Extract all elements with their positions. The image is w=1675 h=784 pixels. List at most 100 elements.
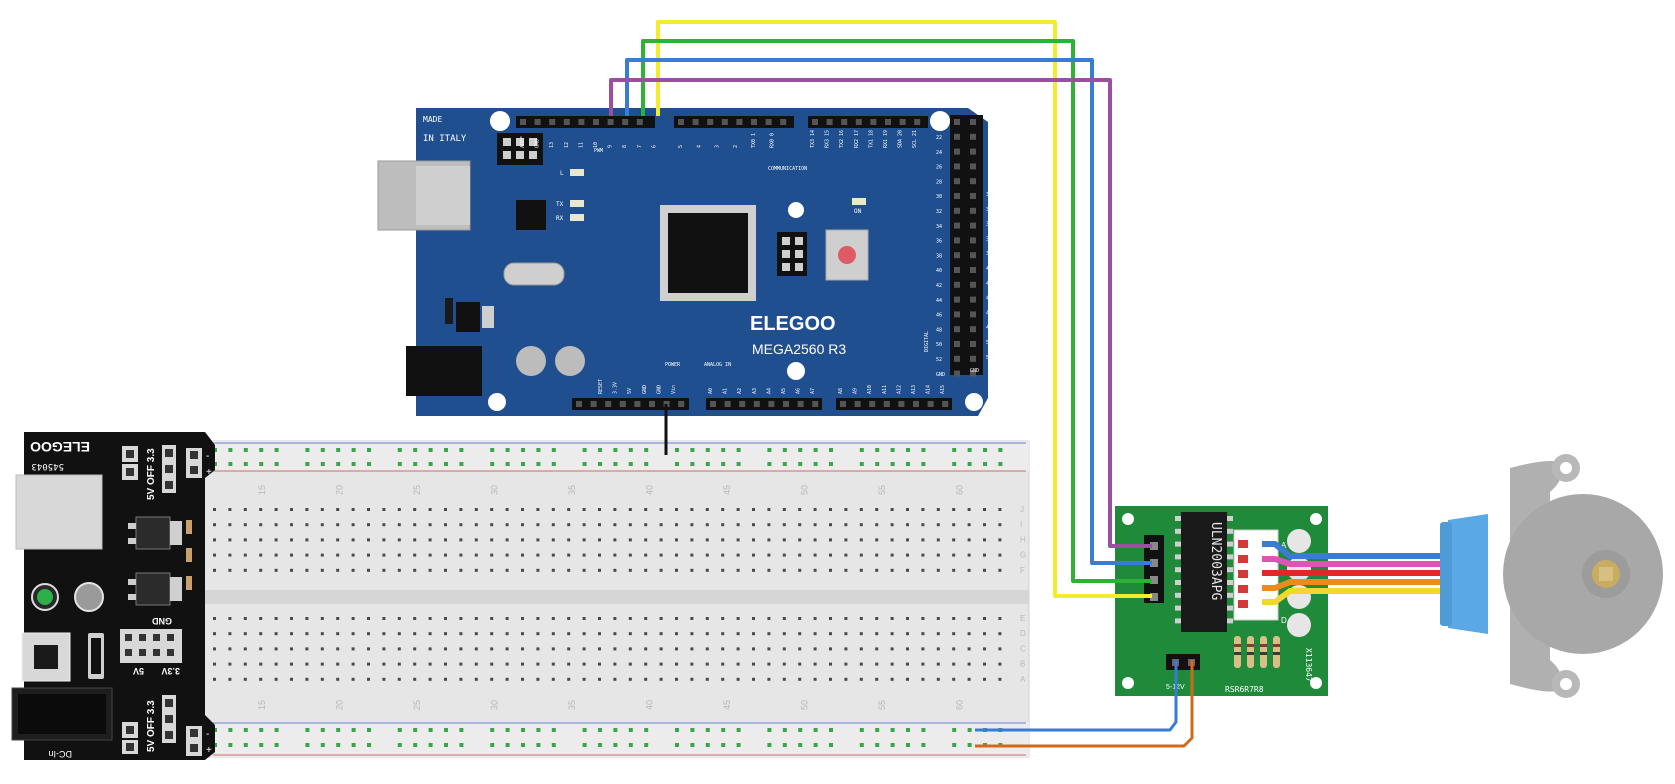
- terminal-strip-top: [213, 508, 1002, 572]
- motor-wire-pink: [1262, 556, 1440, 567]
- pin-label: 26: [936, 165, 942, 171]
- jumper-top-label: 5V OFF 3.3: [146, 448, 157, 500]
- column-number: 25: [412, 485, 422, 495]
- voltage-regulator-1: [128, 516, 182, 550]
- pin-label: 45: [986, 296, 992, 302]
- label-5v: 5V: [133, 666, 144, 676]
- column-number: 15: [257, 700, 267, 710]
- pin-label: 44: [936, 298, 942, 304]
- row-letter: E: [1020, 614, 1025, 623]
- power-switch-button[interactable]: [74, 582, 104, 612]
- jumper-header-top[interactable]: [162, 445, 176, 493]
- header-analog-low: [706, 398, 822, 410]
- pin-label: 53: [986, 355, 992, 361]
- pin-label: 30: [936, 194, 942, 200]
- pin-label: A14: [926, 385, 932, 394]
- pin-label: A10: [867, 385, 873, 394]
- jumper-bottom-label: 5V OFF 3.3: [146, 700, 157, 752]
- row-letter: H: [1020, 535, 1026, 544]
- driver-side-label: X113647: [1304, 648, 1313, 682]
- rail-plus-bottom: +: [206, 745, 212, 756]
- pin-label: Vin: [671, 385, 677, 394]
- pin-label-gnd: GND: [970, 368, 979, 374]
- column-number: 40: [645, 485, 655, 495]
- row-letter: A: [1020, 675, 1026, 684]
- pin-label: 47: [986, 310, 992, 316]
- pin-label: 31: [986, 192, 992, 198]
- pin-label: A15: [940, 385, 946, 394]
- row-letter: B: [1020, 660, 1025, 669]
- column-number: 45: [722, 485, 732, 495]
- row-letter: I: [1020, 520, 1022, 529]
- wire-yellow: [656, 20, 1152, 598]
- pin-label: 40: [936, 268, 942, 274]
- power-module-brand: ELEGOO: [30, 439, 90, 455]
- row-letter: J: [1020, 505, 1024, 514]
- pin-label: A6: [796, 388, 802, 394]
- pin-label: SCL 21: [912, 130, 918, 148]
- column-number: 45: [722, 700, 732, 710]
- motor-wire-orange: [1262, 579, 1440, 591]
- wires: [609, 20, 1440, 748]
- pin-label: RX2 17: [854, 130, 860, 148]
- in-italy-label: IN ITALY: [423, 134, 467, 144]
- pin-label: 33: [986, 207, 992, 213]
- driver-input-header: [1144, 535, 1164, 603]
- pin-label: A3: [752, 388, 758, 394]
- header-analog-high: [836, 398, 952, 410]
- power-label: POWER: [665, 362, 681, 368]
- pin-label: RX0 0: [769, 133, 775, 148]
- pin-label: 39: [986, 251, 992, 257]
- pin-label: 41: [986, 266, 992, 272]
- rail-minus-top: -: [206, 451, 209, 462]
- motor-cable-cap: [1448, 514, 1488, 634]
- pin-label: 10: [593, 142, 599, 148]
- pin-label: 22: [936, 135, 942, 141]
- pin-label: 3.3V: [613, 382, 619, 394]
- row-letter: F: [1020, 566, 1025, 575]
- column-number: 35: [567, 700, 577, 710]
- pin-label: A1: [723, 388, 729, 394]
- wire-power-orange: [975, 660, 1194, 748]
- power-led: [37, 589, 53, 605]
- pin-label: 48: [936, 327, 942, 333]
- jumper-header-bottom[interactable]: [162, 695, 176, 743]
- pin-label: 5V: [627, 388, 633, 394]
- motor-wire-blue: [1262, 541, 1440, 559]
- pin-label: 36: [936, 239, 942, 245]
- row-letter: C: [1020, 644, 1026, 653]
- power-supply-module: ELEGOO 545043 DC-In: [11, 432, 215, 760]
- digital-label: DIGITAL: [924, 331, 930, 352]
- column-number: 50: [800, 700, 810, 710]
- column-number: 15: [257, 485, 267, 495]
- gnd-label: GND: [152, 616, 173, 626]
- pin-label: A11: [882, 385, 888, 394]
- pin-label: GND: [936, 372, 945, 378]
- pin-label: 5: [678, 145, 684, 148]
- uln2003-chip: ULN2003APG: [1175, 512, 1233, 632]
- pin-label: AREF: [520, 136, 526, 148]
- motor-wire-yellow: [1262, 588, 1440, 605]
- pin-label: A8: [838, 388, 844, 394]
- pin-label: A2: [737, 388, 743, 394]
- pin-label: 50: [936, 342, 942, 348]
- column-number: 40: [645, 700, 655, 710]
- pin-label: 43: [986, 281, 992, 287]
- header-communication: [808, 116, 928, 128]
- row-letter: D: [1020, 629, 1026, 638]
- driver-resistor-labels: RSR6R7R8: [1225, 685, 1264, 694]
- pin-label: 9: [608, 145, 614, 148]
- dc-jack: [18, 694, 106, 734]
- output-header[interactable]: [120, 629, 182, 663]
- uln2003-driver-board: ULN2003APG A D RSR6R7R8 X113647 5-12V: [1115, 506, 1328, 696]
- pin-label: 52: [936, 357, 942, 363]
- pin-label: A12: [896, 385, 902, 394]
- made-label: MADE: [423, 115, 442, 124]
- driver-chip-label: ULN2003APG: [1208, 522, 1223, 600]
- pin-label: 51: [986, 340, 992, 346]
- power-switch[interactable]: [34, 645, 58, 669]
- voltage-regulator-2: [128, 572, 182, 606]
- pin-label: A4: [766, 388, 772, 394]
